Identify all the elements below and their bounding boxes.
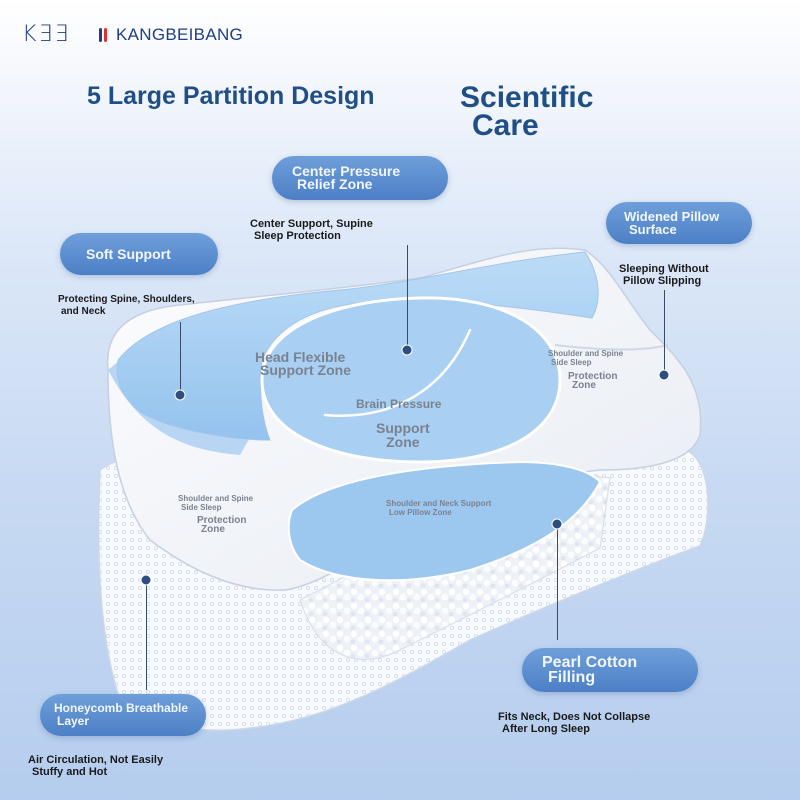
brand-name-text: KANGBEIBANG (116, 25, 244, 44)
brand-logo: KƎƎ (22, 22, 71, 47)
widened-pillow-label: Widened Pillow Surface (606, 202, 752, 244)
brand-name: KANGBEIBANG (96, 25, 243, 45)
pearl-cotton-label: Pearl Cotton Filling (522, 648, 698, 692)
connector-center (407, 245, 408, 350)
widened-pillow-desc: Sleeping Without Pillow Slipping (619, 263, 709, 287)
brand-mark-icon (96, 27, 110, 43)
right-divider (554, 344, 669, 351)
honeycomb-desc: Air Circulation, Not Easily Stuffy and H… (28, 754, 164, 778)
zone-support: Support Zone (376, 420, 430, 450)
zone-right-side-sleep: Shoulder and Spine Side Sleep (548, 349, 624, 367)
zone-left-side-sleep: Shoulder and Spine Side Sleep (178, 494, 254, 512)
scientific-care-line2: Care (472, 109, 539, 142)
connector-widened (664, 290, 665, 375)
scientific-care-line1: Scientific (460, 81, 594, 114)
soft-support-label: Soft Support (60, 233, 218, 275)
center-oval (260, 296, 562, 464)
marker-dot (658, 369, 670, 381)
neck-support-lobe (287, 460, 602, 582)
marker-dot (551, 518, 563, 530)
scientific-care-title: Scientific Care (460, 81, 594, 142)
pearl-cotton-desc: Fits Neck, Does Not Collapse After Long … (498, 711, 651, 735)
zone-brain-pressure: Brain Pressure (356, 397, 442, 411)
connector-soft (180, 322, 181, 394)
zone-left-protection: Protection Zone (197, 515, 247, 535)
headline: 5 Large Partition Design (87, 82, 375, 110)
zone-head-flexible: Head Flexible Support Zone (255, 349, 351, 378)
center-pressure-desc: Center Support, Supine Sleep Protection (250, 218, 373, 242)
zone-right-protection: Protection Zone (568, 371, 618, 391)
connector-honeycomb (146, 580, 147, 690)
soft-support-desc: Protecting Spine, Shoulders, and Neck (58, 294, 195, 317)
marker-dot (174, 389, 186, 401)
center-pressure-label: Center Pressure Relief Zone (272, 156, 448, 200)
honeycomb-label: Honeycomb Breathable Layer (40, 694, 206, 736)
marker-dot (140, 574, 152, 586)
center-oval-crease (323, 328, 472, 417)
marker-dot (401, 344, 413, 356)
connector-pearl (557, 524, 558, 640)
zone-neck-support: Shoulder and Neck Support Low Pillow Zon… (386, 499, 492, 517)
